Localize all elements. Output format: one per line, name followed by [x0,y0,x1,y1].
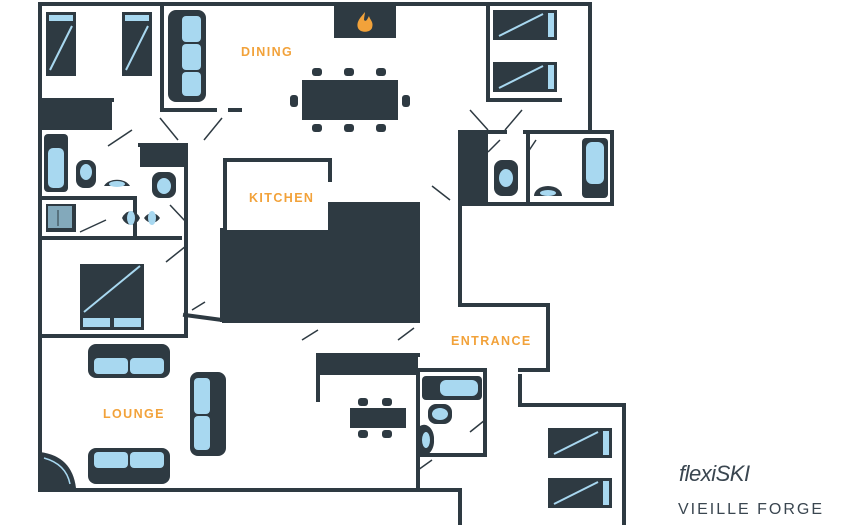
bathroom-left [44,134,130,192]
wall-blocks [40,5,488,375]
bathroom-right [494,138,608,198]
chalet-name: VIEILLE FORGE [678,501,824,518]
dining-label: DINING [241,45,293,59]
fireplace-icon [357,12,373,32]
svg-text:flexiSKI: flexiSKI [679,461,750,486]
bedroom-bottom-right-beds [547,427,613,509]
lounge-sofa-side [190,372,226,456]
brand-flexi: flexi [679,461,717,486]
lounge-sofa-bottom [88,448,170,484]
lounge-label: LOUNGE [103,407,165,421]
bedroom-top-left-beds [45,11,153,77]
walls [38,2,626,525]
room-labels: DINING KITCHEN ENTRANCE LOUNGE [103,45,532,421]
kitchen-label: KITCHEN [249,191,314,205]
bathroom-mid [46,172,176,232]
dining-table [290,68,410,132]
brand-ski: SKI [716,461,750,486]
door-swings [79,109,537,471]
entrance-label: ENTRANCE [451,334,532,348]
brand-logo: flexiSKI [679,461,750,486]
small-table [350,398,406,438]
lounge-sofa-top [88,344,170,378]
stove-icon [40,452,76,488]
bathroom-entrance [420,376,482,456]
bedroom-top-right-beds [492,9,558,93]
double-bed [80,264,144,330]
dining-sofa [168,10,206,102]
